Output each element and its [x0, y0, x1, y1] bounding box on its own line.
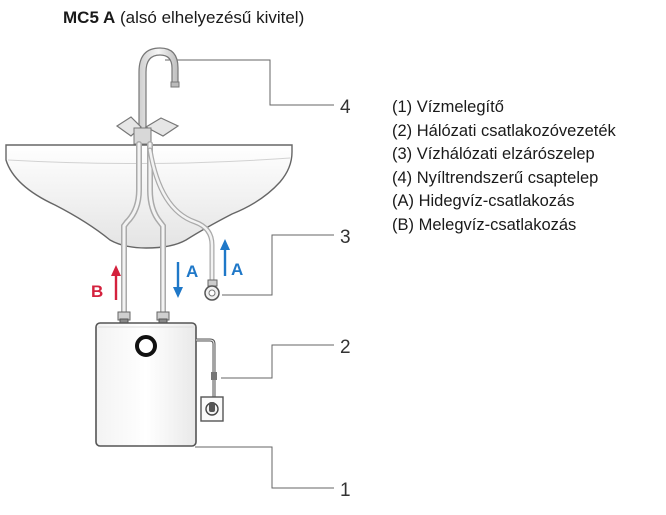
faucet-outlet [170, 81, 180, 88]
heater-body [95, 322, 197, 447]
power-cable [196, 338, 217, 402]
legend-item-shutoff-valve: (3) Vízhálózati elzárószelep [392, 145, 595, 163]
legend-item-heater: (1) Vízmelegítő [392, 98, 504, 116]
leader-line-3 [222, 234, 334, 296]
cold-water-up-arrow [220, 239, 230, 276]
wall-socket [200, 396, 224, 422]
heater-thermostat-knob [135, 335, 157, 357]
faucet-handle-right [144, 117, 180, 137]
water-heater [95, 322, 197, 447]
callout-1: 1 [340, 480, 351, 501]
shutoff-valve [204, 279, 220, 301]
callout-3: 3 [340, 227, 351, 248]
leader-line-1 [195, 446, 334, 489]
legend-item-power-cable: (2) Hálózati csatlakozóvezeték [392, 121, 616, 140]
faucet [115, 47, 180, 145]
legend-item-hot-water: (B) Melegvíz-csatlakozás [392, 215, 577, 234]
hot-water-arrow [111, 265, 121, 300]
diagram-title: MC5 A (alsó elhelyezésű kivitel) [63, 8, 304, 28]
callout-2: 2 [340, 337, 351, 358]
leader-lines [165, 59, 334, 489]
cold-water-up-label: A [231, 260, 243, 279]
legend-item-cold-water: (A) Hidegvíz-csatlakozás [392, 192, 575, 210]
model-name: MC5 A [63, 8, 116, 27]
faucet-pipes [121, 141, 215, 321]
leader-line-2 [221, 344, 334, 379]
hot-water-label: B [91, 282, 103, 301]
cold-water-down-label: A [186, 262, 198, 281]
callout-4: 4 [340, 97, 351, 118]
leader-line-4 [165, 59, 334, 106]
legend-item-faucet: (4) Nyíltrendszerű csaptelep [392, 168, 599, 187]
faucet-base [133, 127, 152, 145]
model-subtitle: (alsó elhelyezésű kivitel) [120, 8, 305, 27]
legend: (1) Vízmelegítő (2) Hálózati csatlakozóv… [392, 96, 616, 237]
faucet-spout [138, 47, 179, 131]
cold-water-down-arrow [173, 262, 183, 298]
